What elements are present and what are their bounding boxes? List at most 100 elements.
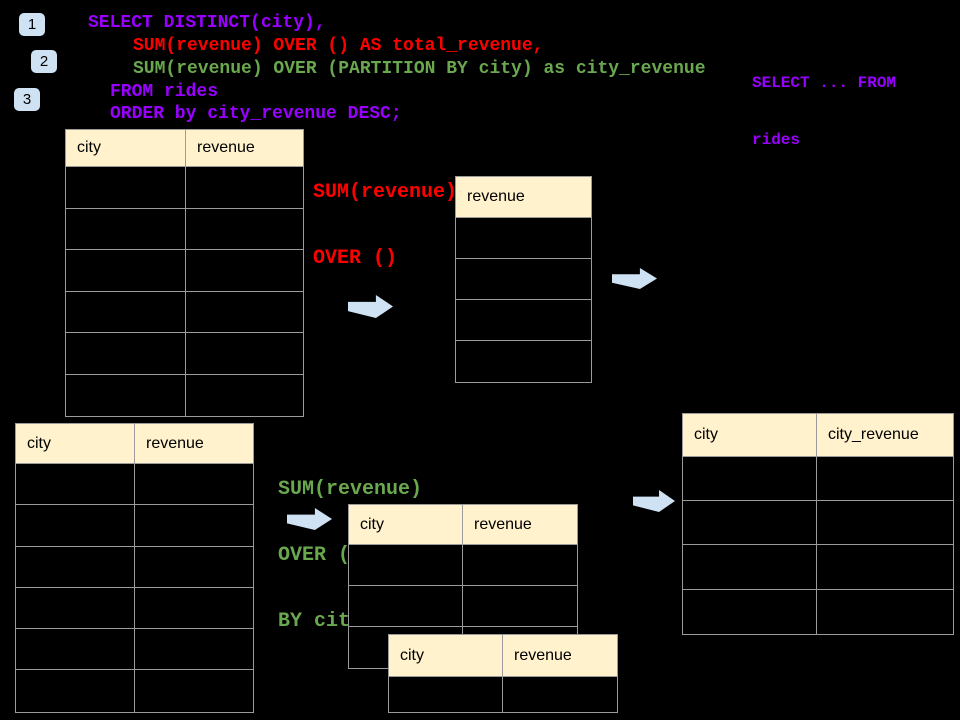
partition-annotation-line1: SUM(revenue) xyxy=(278,478,423,501)
table-body xyxy=(389,677,617,712)
table-cell xyxy=(66,333,186,374)
table-cell xyxy=(16,505,135,546)
table-cell xyxy=(456,218,591,258)
table-row xyxy=(66,333,303,375)
sql-line-sum-over: SUM(revenue) OVER () AS total_revenue, xyxy=(133,36,544,56)
table-cell xyxy=(683,501,817,545)
city-revenue-result-table: city city_revenue xyxy=(682,413,954,635)
table-cell xyxy=(349,545,463,585)
step-badge-3: 3 xyxy=(14,88,40,111)
column-header-revenue: revenue xyxy=(474,515,532,533)
table-cell xyxy=(66,374,186,416)
column-header-city: city xyxy=(389,635,503,676)
total-revenue-annotation: SUM(revenue) OVER () xyxy=(313,138,457,314)
table-row xyxy=(16,670,253,712)
table-header-row: city revenue xyxy=(66,130,303,167)
source-table-bottom: city revenue xyxy=(15,423,254,713)
table-header-row: city revenue xyxy=(16,424,253,464)
table-cell xyxy=(817,457,953,500)
table-cell xyxy=(683,457,817,501)
step-badge-2: 2 xyxy=(31,50,57,73)
table-cell xyxy=(186,250,303,291)
table-cell xyxy=(16,629,135,670)
table-body xyxy=(456,218,591,382)
table-row xyxy=(16,464,253,506)
table-row xyxy=(66,291,303,333)
total-revenue-annotation-line2: OVER () xyxy=(313,247,398,270)
table-body xyxy=(16,464,253,712)
table-cell xyxy=(463,545,577,585)
table-cell xyxy=(186,375,303,417)
sql-line-partition: SUM(revenue) OVER (PARTITION BY city) as… xyxy=(133,59,706,79)
column-header-city-revenue: city_revenue xyxy=(828,426,919,443)
table-cell xyxy=(66,291,186,332)
column-header-city: city xyxy=(66,130,186,166)
table-cell xyxy=(135,464,253,504)
table-row xyxy=(683,457,953,502)
from-rides-note-line2: rides xyxy=(752,131,801,149)
table-cell xyxy=(135,547,253,587)
table-cell xyxy=(135,505,253,545)
partition-overlap-table: city revenue xyxy=(388,634,618,713)
table-cell xyxy=(186,333,303,374)
arrow-right-icon xyxy=(612,268,657,289)
column-header-city: city xyxy=(683,414,817,456)
table-cell xyxy=(463,586,577,626)
table-cell xyxy=(186,292,303,333)
column-header-city: city xyxy=(16,424,135,463)
table-row xyxy=(683,589,953,634)
table-row xyxy=(16,505,253,547)
table-row xyxy=(16,629,253,671)
column-header-revenue: revenue xyxy=(146,434,204,452)
arrow-right-icon xyxy=(633,490,675,512)
table-row xyxy=(683,501,953,546)
table-row xyxy=(66,374,303,417)
total-revenue-annotation-line1: SUM(revenue) xyxy=(313,181,458,204)
table-row xyxy=(349,545,577,586)
table-row xyxy=(66,250,303,292)
table-cell xyxy=(16,464,135,505)
column-header-revenue: revenue xyxy=(197,139,255,156)
table-cell xyxy=(683,589,817,634)
step-badge-1: 1 xyxy=(19,13,45,36)
table-row xyxy=(16,546,253,588)
table-cell xyxy=(186,209,303,250)
table-row xyxy=(456,218,591,259)
total-revenue-result-table: revenue xyxy=(455,176,592,383)
column-header-revenue: revenue xyxy=(514,646,572,664)
table-row xyxy=(66,208,303,250)
sql-line-order-by: ORDER by city_revenue DESC; xyxy=(110,104,402,124)
table-cell xyxy=(456,341,591,382)
table-cell xyxy=(135,670,253,711)
table-cell xyxy=(503,677,617,712)
from-rides-note: SELECT ... FROM rides xyxy=(752,36,896,188)
table-header-row: city revenue xyxy=(389,635,617,677)
table-cell xyxy=(66,167,186,208)
table-cell xyxy=(186,167,303,208)
sql-line-select: SELECT DISTINCT(city), xyxy=(88,13,326,33)
table-cell xyxy=(66,250,186,291)
table-cell xyxy=(817,501,953,544)
table-row xyxy=(16,587,253,630)
from-rides-note-line1: SELECT ... FROM xyxy=(752,74,897,92)
table-body xyxy=(66,167,303,416)
table-header-row: city city_revenue xyxy=(683,414,953,457)
table-cell xyxy=(16,670,135,712)
table-row xyxy=(456,259,591,300)
sql-line-from: FROM rides xyxy=(110,82,219,102)
table-cell xyxy=(683,545,817,589)
table-header-row: revenue xyxy=(456,177,591,218)
table-cell xyxy=(456,300,591,340)
table-row xyxy=(389,677,617,712)
source-table-top: city revenue xyxy=(65,129,304,417)
table-cell xyxy=(349,586,463,626)
table-cell xyxy=(135,588,253,628)
table-row xyxy=(683,545,953,590)
table-cell xyxy=(817,590,953,634)
table-body xyxy=(683,457,953,634)
table-cell xyxy=(817,545,953,588)
table-row xyxy=(456,341,591,382)
column-header-city: city xyxy=(349,505,463,544)
column-header-revenue: revenue xyxy=(467,188,525,205)
